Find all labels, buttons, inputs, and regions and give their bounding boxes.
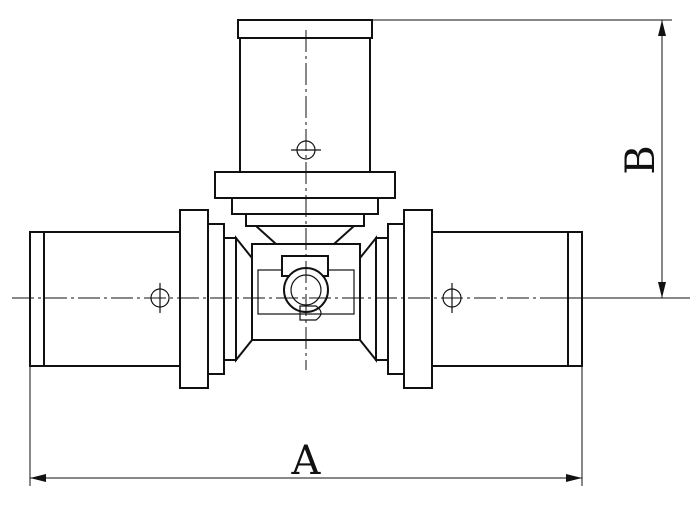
dimension-a: A — [29, 366, 583, 486]
right-branch-pipe — [431, 231, 583, 367]
left-branch-flange — [179, 209, 253, 389]
left-branch-pipe — [29, 231, 181, 367]
dimension-b-label: B — [618, 145, 664, 174]
dimension-b: B — [372, 19, 672, 299]
dimension-a-label: A — [291, 438, 322, 484]
inspection-hole-top — [291, 140, 321, 160]
top-branch-pipe — [237, 19, 373, 173]
tee-body — [251, 243, 361, 341]
right-branch-flange — [359, 209, 433, 389]
inspection-hole-left — [150, 283, 170, 313]
inspection-hole-right — [442, 283, 462, 313]
top-branch-flange — [214, 171, 396, 245]
